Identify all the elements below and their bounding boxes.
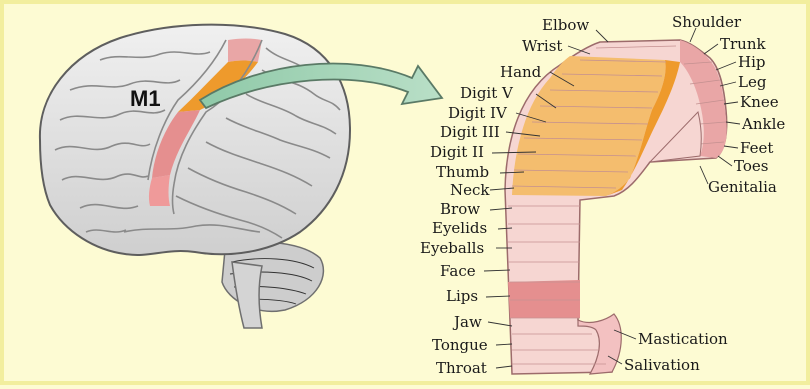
label-wrist: Wrist [522,37,562,55]
label-salivation: Salivation [624,356,700,374]
label-digit-ii: Digit II [430,143,484,161]
label-leg: Leg [738,73,767,91]
label-jaw: Jaw [452,313,482,331]
brainstem [232,262,262,328]
label-toes: Toes [734,157,768,175]
label-digit-v: Digit V [460,84,514,102]
label-neck: Neck [450,181,490,199]
label-hand: Hand [500,63,542,81]
label-lips: Lips [446,287,478,305]
label-shoulder: Shoulder [672,13,742,31]
cerebrum [40,25,350,255]
label-mastication: Mastication [638,330,728,348]
m1-label: M1 [130,86,161,111]
label-ankle: Ankle [741,115,785,133]
label-throat: Throat [436,359,487,377]
label-genitalia: Genitalia [708,178,777,196]
label-face: Face [440,262,476,280]
label-eyelids: Eyelids [432,219,487,237]
label-thumb: Thumb [436,163,489,181]
homunculus-strip [505,40,727,374]
label-knee: Knee [740,93,779,111]
label-trunk: Trunk [720,35,766,53]
label-feet: Feet [740,139,773,157]
label-digit-iii: Digit III [440,123,500,141]
label-eyeballs: Eyeballs [420,239,484,257]
label-digit-iv: Digit IV [448,104,508,122]
label-hip: Hip [738,53,765,71]
label-tongue: Tongue [432,336,488,354]
label-brow: Brow [440,200,480,218]
m1-strip-lower [149,175,170,206]
lips-region [508,280,580,318]
label-elbow: Elbow [542,16,589,34]
